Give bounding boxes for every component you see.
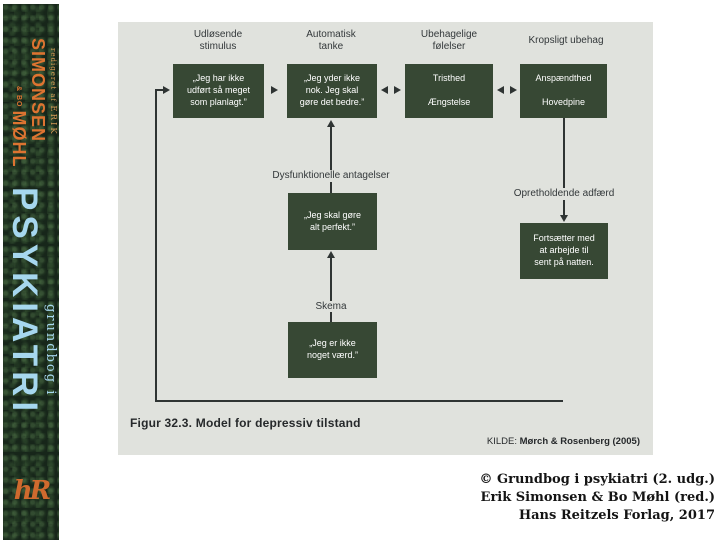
dysfunctional-assumptions-box: „Jeg skal gøre alt perfekt.” <box>288 193 377 250</box>
connector-line <box>330 312 332 322</box>
credit-line-3: Hans Reitzels Forlag, 2017 <box>518 508 715 523</box>
unpleasant-feelings-box: Tristhed Ængstelse <box>405 64 493 118</box>
book-spine: redigeret af ERIK SIMONSEN & BO MØHL grun… <box>3 4 59 540</box>
triggering-stimulus-box: „Jeg har ikke udført så meget som planla… <box>173 64 264 118</box>
bodily-discomfort-label: Kropsligt ubehag <box>528 35 604 46</box>
connector-line <box>563 118 565 188</box>
amp-bo-text: & BO <box>15 86 22 108</box>
credit-line-2: Erik Simonsen & Bo Møhl (red.) <box>480 490 715 505</box>
unpleasant-feelings-label: Ubehagelige følelser <box>420 29 478 52</box>
schema-box: „Jeg er ikke noget værd.” <box>288 322 377 378</box>
connector-line <box>330 257 332 301</box>
figure-panel: Udløsende stimulus Automatisk tanke Ubeh… <box>118 22 653 455</box>
source-label: KILDE: <box>486 436 520 447</box>
automatic-thought-box: „Jeg yder ikke nok. Jeg skal gøre det be… <box>287 64 377 118</box>
automatic-thought-label: Automatisk tanke <box>306 29 356 52</box>
feedback-arrow-shaft <box>155 89 164 91</box>
connector-line <box>330 182 332 193</box>
arrow-right-feelings-body-icon <box>510 86 517 94</box>
spine-subtitle: grundbog i <box>43 304 58 397</box>
dysfunctional-assumptions-label: Dysfunktionelle antagelser <box>272 170 390 181</box>
spine-authors-block: redigeret af ERIK SIMONSEN & BO MØHL <box>9 38 58 178</box>
publisher-logo-icon: hR <box>13 476 52 506</box>
figure-caption: Figur 32.3. Model for depressiv tilstand <box>130 416 361 430</box>
spine-author-moehl: & BO MØHL <box>9 86 29 178</box>
bodily-discomfort-box: Anspændthed Hovedpine <box>520 64 607 118</box>
arrow-stimulus-to-thought-icon <box>271 86 278 94</box>
feedback-loop-horizontal-line <box>155 400 563 402</box>
moehl-text: MØHL <box>9 110 29 168</box>
credit-line-1: © Grundbog i psykiatri (2. udg.) <box>479 472 715 487</box>
editor-prefix: redigeret af <box>49 48 57 106</box>
connector-line <box>563 200 565 215</box>
arrow-up-into-assumptions-icon <box>327 251 335 258</box>
spine-title-block: grundbog i PSYKIATRI <box>4 187 58 487</box>
arrow-up-into-thought-icon <box>327 120 335 127</box>
triggering-stimulus-label: Udløsende stimulus <box>193 29 243 52</box>
spine-title-psykiatri: PSYKIATRI <box>4 187 44 417</box>
maintaining-behavior-label: Opretholdende adfærd <box>513 188 615 199</box>
arrow-left-thought-feelings-icon <box>381 86 388 94</box>
spine-editor-text: redigeret af ERIK <box>48 48 58 178</box>
figure-source: KILDE: Mørch & Rosenberg (2005) <box>487 436 640 447</box>
schema-label: Skema <box>315 301 347 312</box>
source-value: Mørch & Rosenberg (2005) <box>519 436 640 447</box>
copyright-credit: © Grundbog i psykiatri (2. udg.) Erik Si… <box>479 471 715 525</box>
connector-line <box>330 126 332 170</box>
editor-name: ERIK <box>48 105 58 136</box>
maintaining-behavior-box: Fortsætter med at arbejde til sent på na… <box>520 223 608 279</box>
arrow-into-stimulus-icon <box>163 86 170 94</box>
feedback-loop-vertical-line <box>155 89 157 401</box>
arrow-right-thought-feelings-icon <box>394 86 401 94</box>
spine-author-simonsen: SIMONSEN <box>28 38 48 143</box>
arrow-down-into-behavior-icon <box>560 215 568 222</box>
arrow-left-feelings-body-icon <box>497 86 504 94</box>
